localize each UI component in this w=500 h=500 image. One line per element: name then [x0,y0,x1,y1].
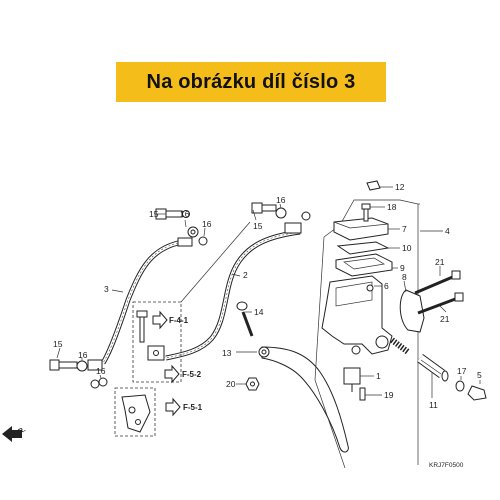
brake-lever-13 [258,346,349,453]
label-15-bottom: 15 [53,339,63,349]
label-16-mid: 16 [276,195,286,205]
label-16-top-a: 16 [180,209,190,219]
holder-8 [399,289,425,333]
ref-arrow-f52 [164,364,180,384]
label-10: 10 [402,243,412,253]
label-5: 5 [477,370,482,380]
ref-f52[interactable]: F-5-2 [182,370,202,379]
label-8: 8 [402,272,407,282]
bolt-6 [366,284,374,292]
front-label: FR. [14,426,27,438]
pivot-bolt-14 [236,301,254,337]
label-2: 2 [243,270,248,280]
ref-arrow-f51 [165,397,181,417]
title-banner: Na obrázku díl číslo 3 [116,62,386,102]
caliper-detail [114,387,156,437]
ref-f41[interactable]: F-4-1 [169,316,189,325]
label-7: 7 [402,224,407,234]
label-17: 17 [457,366,467,376]
banner-text: Na obrázku díl číslo 3 [146,70,356,93]
label-20: 20 [226,379,236,389]
label-15-top: 15 [149,209,159,219]
ref-f51[interactable]: F-5-1 [183,403,203,412]
label-6: 6 [384,281,389,291]
pushrod-5 [467,385,487,401]
nut-20 [245,377,260,391]
label-21-upper: 21 [435,257,445,267]
brake-hose-2 [165,229,301,361]
label-16-bottom-a: 16 [78,350,88,360]
label-13: 13 [222,348,232,358]
label-14: 14 [254,307,264,317]
label-18: 18 [387,202,397,212]
hose-joint-bracket [132,301,182,383]
reservoir-cap-7 [333,217,389,241]
banjo-bolt-15-mid [251,202,311,234]
front-direction-marker [2,426,22,442]
brake-switch [343,367,361,392]
screw-18 [361,203,371,222]
label-9: 9 [400,263,405,273]
ref-arrow-f41 [152,310,168,330]
label-16-top-b: 16 [202,219,212,229]
label-15-mid: 15 [253,221,263,231]
label-16-bottom-b: 16 [96,366,106,376]
boot-17 [455,380,465,392]
screw-19 [359,387,366,401]
banjo-bolt-15-bottom [49,359,108,389]
label-3: 3 [104,284,109,294]
diaphragm-9 [335,253,393,277]
label-11: 11 [429,400,438,410]
label-12: 12 [395,182,405,192]
label-21-lower: 21 [440,314,450,324]
label-4: 4 [445,226,450,236]
bolt-21-lower [417,292,464,315]
plate-10 [336,241,390,255]
master-cylinder-body [321,275,393,355]
label-19: 19 [384,390,394,400]
piston-kit-11 [390,337,449,382]
bleed-cap-12 [366,180,381,191]
brake-hose-3 [100,240,179,365]
bolt-21-upper [414,270,461,295]
label-1: 1 [376,371,381,381]
diagram-code: KRJ7F0500 [429,462,464,469]
leader-lines [56,186,481,398]
